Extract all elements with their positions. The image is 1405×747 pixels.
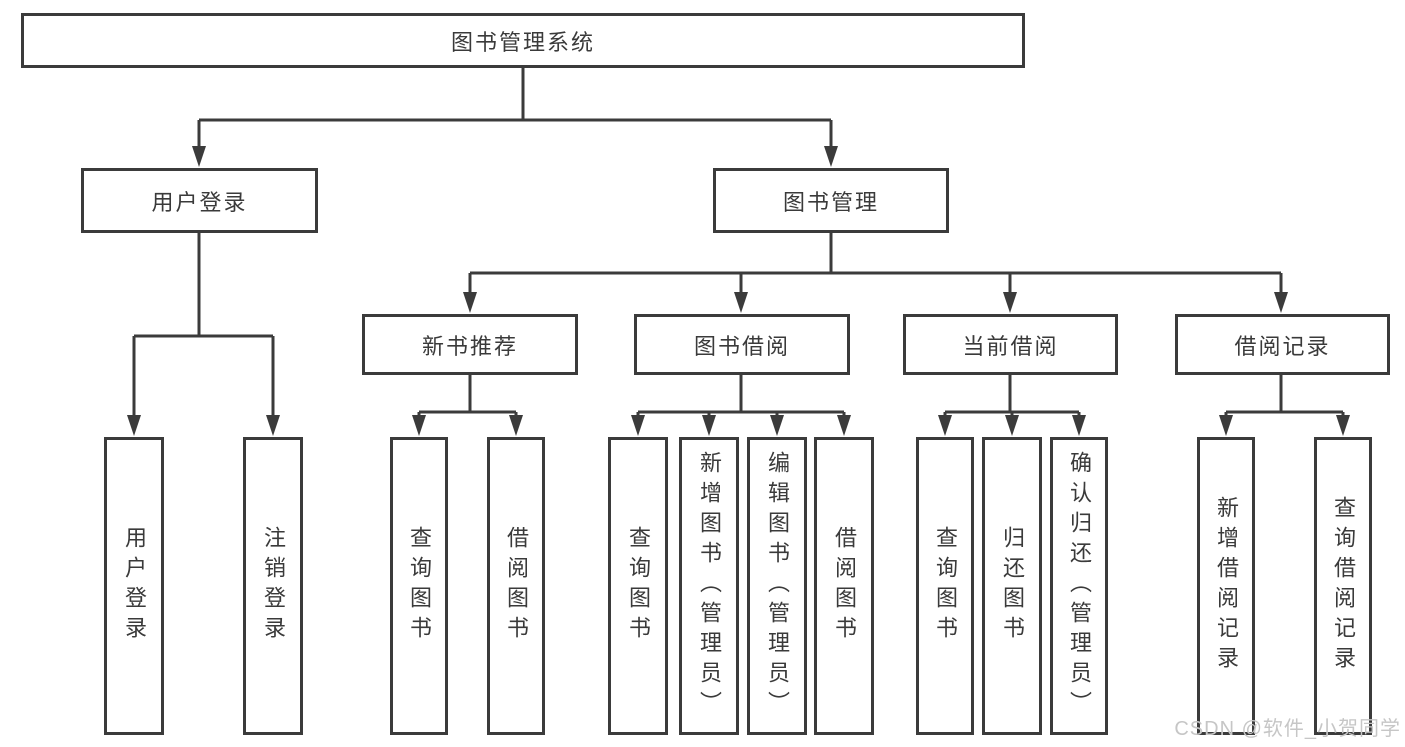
node-label: 新增图书（管理员） xyxy=(697,451,722,721)
node-label: 借阅图书 xyxy=(504,526,529,646)
node-new-book-recommendation: 新书推荐 xyxy=(362,314,578,375)
node-label: 图书管理 xyxy=(782,189,879,215)
leaf-confirm-return-admin: 确认归还（管理员） xyxy=(1050,437,1108,735)
node-book-borrowing: 图书借阅 xyxy=(634,314,850,375)
node-label: 借阅记录 xyxy=(1234,333,1331,359)
leaf-return-books: 归还图书 xyxy=(982,437,1042,735)
leaf-query-borrow-record: 查询借阅记录 xyxy=(1314,437,1372,735)
leaf-query-books-borrow: 查询图书 xyxy=(608,437,668,735)
node-label: 新增借阅记录 xyxy=(1214,496,1239,676)
node-label: 编辑图书（管理员） xyxy=(765,451,790,721)
node-label: 用户登录 xyxy=(151,189,248,215)
node-borrowing-records: 借阅记录 xyxy=(1175,314,1390,375)
node-label: 查询图书 xyxy=(626,526,651,646)
node-label: 查询借阅记录 xyxy=(1331,496,1356,676)
node-label: 图书管理系统 xyxy=(450,29,595,55)
leaf-query-books-current: 查询图书 xyxy=(916,437,974,735)
node-label: 新书推荐 xyxy=(421,333,518,359)
node-library-management-system: 图书管理系统 xyxy=(21,13,1025,68)
leaf-add-borrow-record: 新增借阅记录 xyxy=(1197,437,1255,735)
leaf-logout: 注销登录 xyxy=(243,437,303,735)
leaf-borrow-books: 借阅图书 xyxy=(814,437,874,735)
node-label: 确认归还（管理员） xyxy=(1067,451,1092,721)
node-current-borrowing: 当前借阅 xyxy=(903,314,1118,375)
node-book-management: 图书管理 xyxy=(713,168,949,233)
node-label: 归还图书 xyxy=(1000,526,1025,646)
node-label: 用户登录 xyxy=(122,526,147,646)
node-label: 注销登录 xyxy=(261,526,286,646)
node-label: 图书借阅 xyxy=(693,333,790,359)
csdn-watermark: CSDN @软件_小贺同学 xyxy=(1174,718,1401,740)
leaf-query-books-recommend: 查询图书 xyxy=(390,437,448,735)
node-label: 查询图书 xyxy=(407,526,432,646)
leaf-edit-books-admin: 编辑图书（管理员） xyxy=(747,437,807,735)
leaf-user-login: 用户登录 xyxy=(104,437,164,735)
node-user-login: 用户登录 xyxy=(81,168,318,233)
node-label: 借阅图书 xyxy=(832,526,857,646)
leaf-borrow-books-recommend: 借阅图书 xyxy=(487,437,545,735)
leaf-add-books-admin: 新增图书（管理员） xyxy=(679,437,739,735)
node-label: 当前借阅 xyxy=(962,333,1059,359)
node-label: 查询图书 xyxy=(933,526,958,646)
